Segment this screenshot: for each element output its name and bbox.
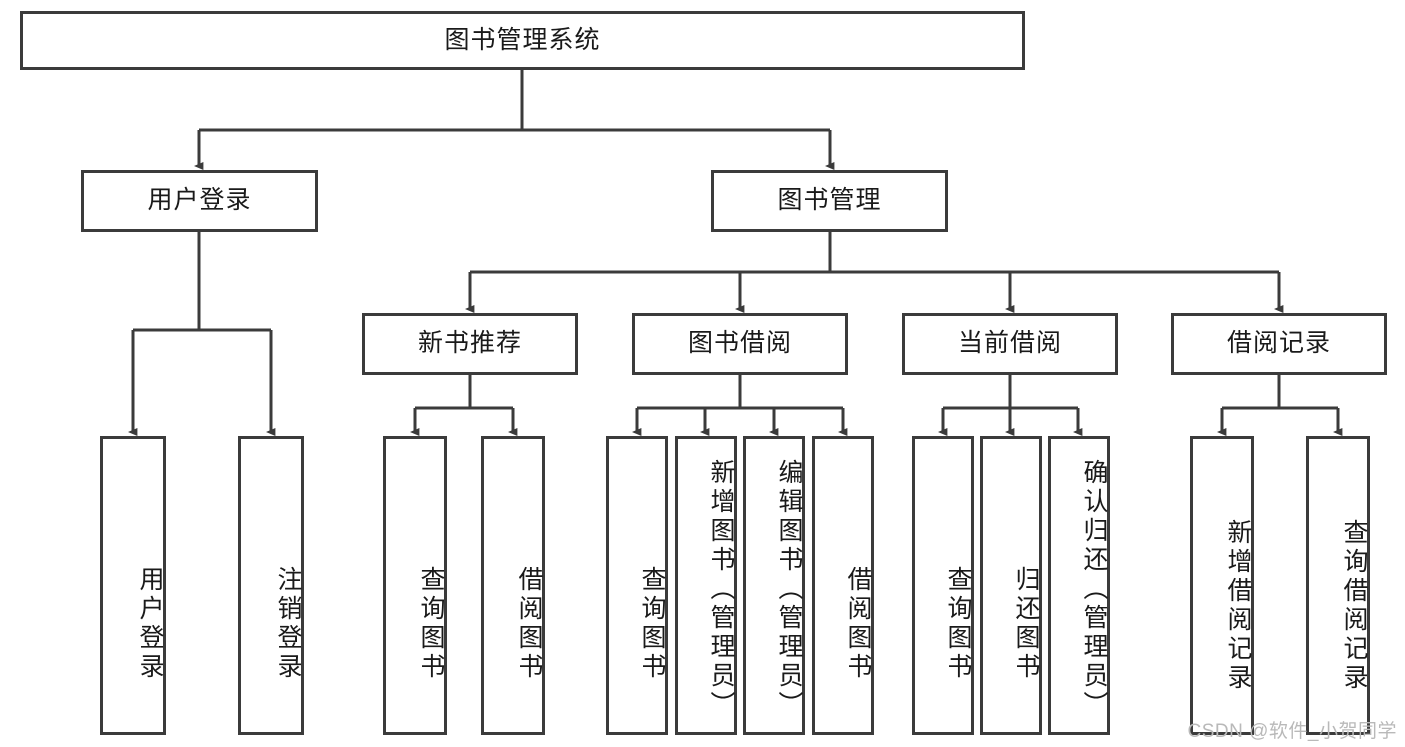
node-borrow-record-label: 借阅记录 <box>1226 329 1331 358</box>
node-book-borrow-label: 图书借阅 <box>687 329 792 358</box>
node-new-book-recommend[interactable]: 新书推荐 <box>362 313 578 375</box>
leaf-confirm-return-label: 确认归还（管理员） <box>1080 459 1108 720</box>
leaf-borrow-book-2[interactable]: 借阅图书 <box>812 436 874 735</box>
leaf-query-book-3-label: 查询图书 <box>944 565 972 682</box>
node-book-manage-label: 图书管理 <box>777 186 882 215</box>
node-user-login[interactable]: 用户登录 <box>81 170 318 232</box>
leaf-user-login[interactable]: 用户登录 <box>100 436 166 735</box>
leaf-borrow-book-1[interactable]: 借阅图书 <box>481 436 545 735</box>
node-new-book-recommend-label: 新书推荐 <box>417 329 522 358</box>
leaf-add-borrow-record-label: 新增借阅记录 <box>1224 518 1252 693</box>
leaf-add-borrow-record[interactable]: 新增借阅记录 <box>1190 436 1254 735</box>
node-current-borrow[interactable]: 当前借阅 <box>902 313 1118 375</box>
node-current-borrow-label: 当前借阅 <box>957 329 1062 358</box>
leaf-return-book[interactable]: 归还图书 <box>980 436 1042 735</box>
node-book-manage[interactable]: 图书管理 <box>711 170 948 232</box>
leaf-borrow-book-2-label: 借阅图书 <box>844 565 872 682</box>
leaf-logout-login[interactable]: 注销登录 <box>238 436 304 735</box>
leaf-query-borrow-record-label: 查询借阅记录 <box>1340 518 1368 693</box>
leaf-confirm-return[interactable]: 确认归还（管理员） <box>1048 436 1110 735</box>
leaf-query-borrow-record[interactable]: 查询借阅记录 <box>1306 436 1370 735</box>
watermark-text: CSDN @软件_小贺同学 <box>1187 721 1397 742</box>
leaf-logout-login-label: 注销登录 <box>274 565 302 682</box>
node-user-login-label: 用户登录 <box>147 186 252 215</box>
leaf-query-book-2[interactable]: 查询图书 <box>606 436 668 735</box>
leaf-add-book[interactable]: 新增图书（管理员） <box>675 436 737 735</box>
leaf-query-book-1[interactable]: 查询图书 <box>383 436 447 735</box>
leaf-query-book-1-label: 查询图书 <box>417 565 445 682</box>
node-book-borrow[interactable]: 图书借阅 <box>632 313 848 375</box>
leaf-query-book-2-label: 查询图书 <box>638 565 666 682</box>
leaf-user-login-label: 用户登录 <box>136 565 164 682</box>
leaf-edit-book-label: 编辑图书（管理员） <box>775 459 803 720</box>
leaf-query-book-3[interactable]: 查询图书 <box>912 436 974 735</box>
leaf-return-book-label: 归还图书 <box>1012 565 1040 682</box>
leaf-edit-book[interactable]: 编辑图书（管理员） <box>743 436 805 735</box>
node-root[interactable]: 图书管理系统 <box>20 11 1025 70</box>
leaf-add-book-label: 新增图书（管理员） <box>707 459 735 720</box>
leaf-borrow-book-1-label: 借阅图书 <box>515 565 543 682</box>
node-root-label: 图书管理系统 <box>444 25 601 54</box>
node-borrow-record[interactable]: 借阅记录 <box>1171 313 1387 375</box>
